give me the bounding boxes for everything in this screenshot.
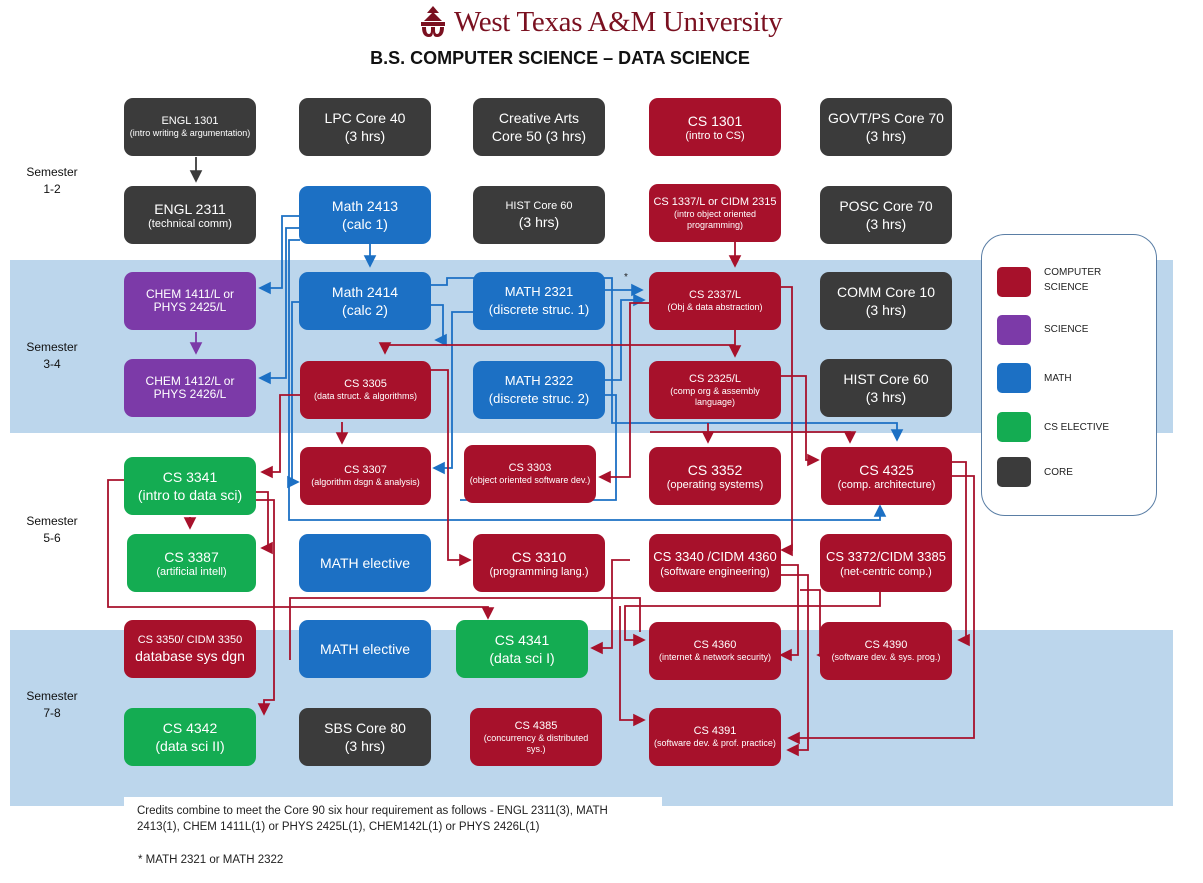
footnote-marker: * [624,272,628,283]
legend-swatch-core [997,457,1031,487]
semester-label: Semester 1-2 [26,165,78,196]
course-math-2414[interactable]: Math 2414(calc 2) [299,272,431,330]
course-engl-1301[interactable]: ENGL 1301(intro writing & argumentation) [124,98,256,156]
course-cs-3352[interactable]: CS 3352(operating systems) [649,447,781,505]
course-cs-4360[interactable]: CS 4360(internet & network security) [649,622,781,680]
legend-label-core: CORE [1044,467,1073,478]
course-cs-4385[interactable]: CS 4385(concurrency & distributed sys.) [470,708,602,766]
course-comm-core-10[interactable]: COMM Core 10(3 hrs) [820,272,952,330]
legend-label-cs: COMPUTER SCIENCE [1044,267,1102,293]
course-cs-3303[interactable]: CS 3303(object oriented software dev.) [464,445,596,503]
course-sbs-core-80[interactable]: SBS Core 80(3 hrs) [299,708,431,766]
legend: COMPUTER SCIENCE SCIENCE MATH CS ELECTIV… [981,234,1157,516]
course-hist-core-60[interactable]: HIST Core 60(3 hrs) [473,186,605,244]
course-govt-ps-core-70[interactable]: GOVT/PS Core 70(3 hrs) [820,98,952,156]
footnote: * MATH 2321 or MATH 2322 [138,854,284,866]
course-cs-3341[interactable]: CS 3341(intro to data sci) [124,457,256,515]
semester-label: Semester 7-8 [26,689,78,720]
course-cs-2337[interactable]: CS 2337/L(Obj & data abstraction) [649,272,781,330]
legend-swatch-cs [997,267,1031,297]
course-cs-3387[interactable]: CS 3387(artificial intell) [127,534,256,592]
course-math-2322[interactable]: MATH 2322(discrete struc. 2) [473,361,605,419]
course-math-2413[interactable]: Math 2413(calc 1) [299,186,431,244]
course-math-2321[interactable]: MATH 2321(discrete struc. 1) [473,272,605,330]
course-cs-4325[interactable]: CS 4325(comp. architecture) [821,447,952,505]
course-cs-2325[interactable]: CS 2325/L(comp org & assembly language) [649,361,781,419]
course-lpc-core-40[interactable]: LPC Core 40(3 hrs) [299,98,431,156]
course-cs-3310[interactable]: CS 3310(programming lang.) [473,534,605,592]
course-cs-3305[interactable]: CS 3305(data struct. & algorithms) [300,361,431,419]
wt-seal-icon [421,6,445,37]
course-cs-4391[interactable]: CS 4391(software dev. & prof. practice) [649,708,781,766]
course-cs-1301[interactable]: CS 1301(intro to CS) [649,98,781,156]
legend-swatch-cs-elective [997,412,1031,442]
course-cs-3340[interactable]: CS 3340 /CIDM 4360(software engineering) [649,534,781,592]
legend-label-math: MATH [1044,373,1072,384]
legend-swatch-math [997,363,1031,393]
course-posc-core-70[interactable]: POSC Core 70(3 hrs) [820,186,952,244]
program-title: B.S. COMPUTER SCIENCE – DATA SCIENCE [370,48,750,68]
course-math-elective-2[interactable]: MATH elective [299,620,431,678]
course-cs-3372[interactable]: CS 3372/CIDM 3385(net-centric comp.) [820,534,952,592]
course-cs-4390[interactable]: CS 4390(software dev. & sys. prog.) [820,622,952,680]
credits-note: Credits combine to meet the Core 90 six … [137,805,608,833]
credits-note-box: Credits combine to meet the Core 90 six … [124,797,662,857]
course-cs-4342[interactable]: CS 4342(data sci II) [124,708,256,766]
course-cs-1337[interactable]: CS 1337/L or CIDM 2315(intro object orie… [649,184,781,242]
university-logo: West Texas A&M University [418,2,783,42]
semester-label: Semester 5-6 [26,514,78,545]
course-cs-3307[interactable]: CS 3307(algorithm dsgn & analysis) [300,447,431,505]
course-math-elective-1[interactable]: MATH elective [299,534,431,592]
course-engl-2311[interactable]: ENGL 2311(technical comm) [124,186,256,244]
legend-label-science: SCIENCE [1044,324,1089,335]
legend-swatch-science [997,315,1031,345]
course-hist-core-60-b[interactable]: HIST Core 60(3 hrs) [820,359,952,417]
legend-label-cs-elective: CS ELECTIVE [1044,422,1110,433]
university-name: West Texas A&M University [454,5,783,38]
semester-label: Semester 3-4 [26,340,78,371]
course-cs-4341[interactable]: CS 4341(data sci I) [456,620,588,678]
